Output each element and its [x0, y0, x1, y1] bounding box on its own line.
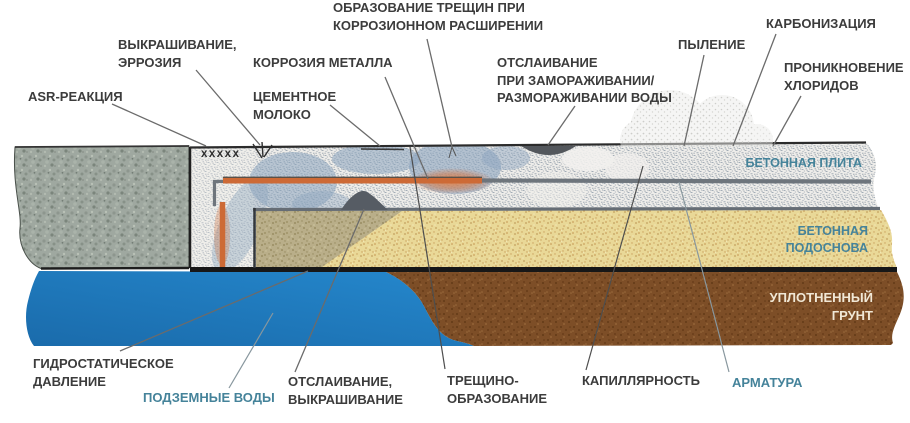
callout-spalling-erosion: ВЫКРАШИВАНИЕ, ЭРРОЗИЯ — [118, 37, 237, 70]
callout-hydrostatic-pressure: ГИДРОСТАТИЧЕСКОЕ ДАВЛЕНИЕ — [33, 356, 174, 389]
concrete-slab-body — [190, 142, 879, 268]
callout-groundwater: ПОДЗЕМНЫЕ ВОДЫ — [143, 390, 275, 405]
callout-freeze-thaw-delamination: ОТСЛАИВАНИЕ ПРИ ЗАМОРАЖИВАНИИ/ РАЗМОРАЖИ… — [497, 55, 672, 105]
leader-lines — [111, 33, 802, 373]
corrosion-surface-cracks — [448, 146, 457, 159]
callout-chloride-penetration: ПРОНИКНОВЕНИЕ ХЛОРИДОВ — [784, 60, 904, 93]
callout-capillarity: КАПИЛЛЯРНОСТЬ — [582, 373, 700, 388]
callout-asr-reaction: ASR-РЕАКЦИЯ — [28, 89, 123, 104]
asr-surface-marks: xxxxx — [201, 148, 240, 160]
crack-lines — [409, 146, 644, 371]
callout-delamination-spalling: ОТСЛАИВАНИЕ, ВЫКРАШИВАНИЕ — [288, 374, 403, 407]
layer-label-compacted-soil: УПЛОТНЕННЫЙ ГРУНТ — [769, 290, 873, 323]
subbase-layer — [256, 210, 897, 268]
subbase-wet-wedge — [256, 211, 402, 267]
callout-carbonization: КАРБОНИЗАЦИЯ — [766, 16, 876, 31]
callout-metal-corrosion: КОРРОЗИЯ МЕТАЛЛА — [253, 55, 393, 70]
groundwater-body — [26, 271, 474, 346]
freeze-thaw-spall — [521, 146, 576, 155]
callout-crack-formation: ТРЕЩИНО- ОБРАЗОВАНИЕ — [447, 373, 547, 406]
layer-label-concrete-slab: БЕТОННАЯ ПЛИТА — [745, 156, 862, 170]
callout-dusting: ПЫЛЕНИЕ — [678, 37, 746, 52]
interface-spall-mound — [341, 190, 388, 210]
layer-label-concrete-subbase: БЕТОННАЯ ПОДОСНОВА — [785, 224, 868, 255]
callout-rebar: АРМАТУРА — [732, 375, 803, 390]
old-concrete-block — [13, 145, 190, 270]
surface-crack-star — [252, 141, 273, 159]
laitance-line — [360, 148, 405, 151]
rebar-graphic — [212, 168, 872, 267]
dust-cloud — [620, 90, 773, 147]
callout-crack-formation-corrosion: ОБРАЗОВАНИЕ ТРЕЩИН ПРИ КОРРОЗИОННОМ РАСШ… — [333, 0, 544, 33]
compacted-soil-layer — [386, 272, 904, 346]
callout-cement-laitance: ЦЕМЕНТНОЕ МОЛОКО — [253, 89, 337, 122]
leader-lines-light — [228, 181, 730, 389]
